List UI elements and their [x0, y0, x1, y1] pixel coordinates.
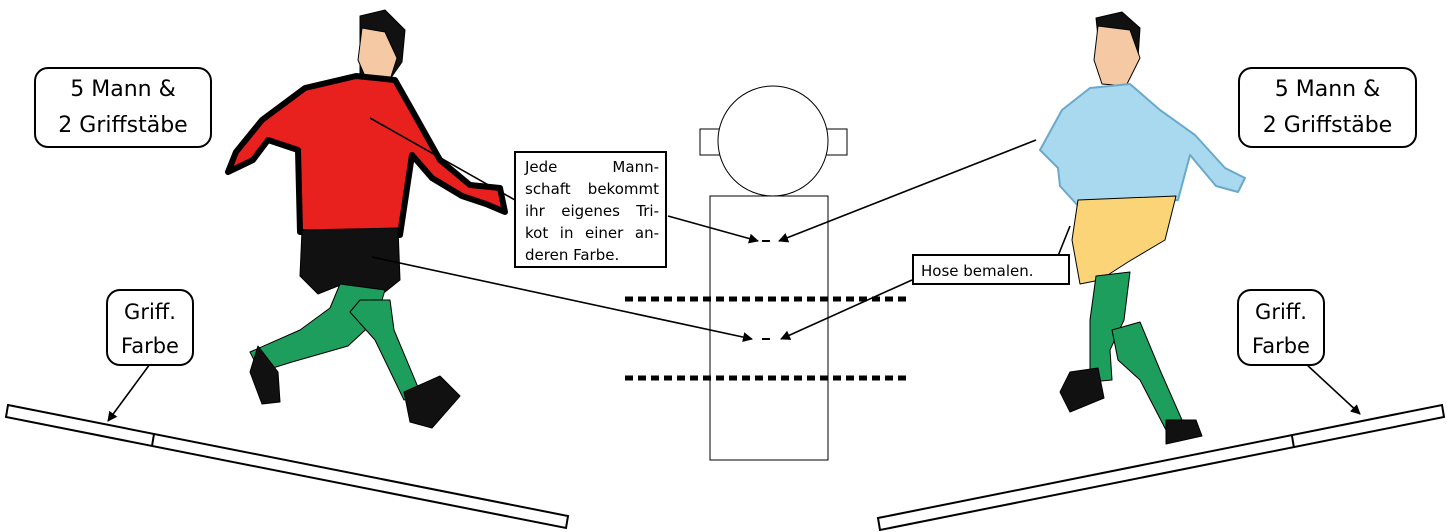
- left-handle-line-2: Farbe: [121, 334, 179, 358]
- right-team-label: 5 Mann & 2 Griffstäbe: [1238, 67, 1417, 148]
- right-handle-color-label: Griff. Farbe: [1237, 289, 1325, 366]
- jersey-note-line-5: deren Farbe.: [525, 246, 620, 264]
- foosball-figure-template: [699, 85, 848, 461]
- figure-marks: [762, 240, 770, 340]
- jersey-note: Jede Mann- schaft bekommt ihr eigenes Tr…: [514, 151, 667, 268]
- right-handle-line-2: Farbe: [1252, 334, 1310, 358]
- left-handle-color-label: Griff. Farbe: [106, 289, 194, 366]
- jersey-note-line-4: kot in einer an-: [525, 224, 659, 242]
- right-handle-rod: [876, 403, 1446, 532]
- left-team-line-2: 2 Griffstäbe: [58, 113, 188, 138]
- right-handle-line-1: Griff.: [1255, 300, 1307, 324]
- jersey-note-line-2: schaft bekommt: [525, 180, 659, 198]
- left-handle-line-1: Griff.: [124, 300, 176, 324]
- jersey-note-line-1: Jede Mann-: [525, 158, 659, 176]
- rod-position-lines: [625, 296, 910, 381]
- jersey-note-line-3: ihr eigenes Tri-: [525, 202, 659, 220]
- left-player-icon: [225, 9, 508, 429]
- right-player-icon: [1039, 11, 1246, 445]
- pants-note-text: Hose bemalen.: [921, 262, 1034, 280]
- left-team-line-1: 5 Mann &: [70, 77, 176, 102]
- right-team-line-2: 2 Griffstäbe: [1262, 113, 1393, 138]
- pointer-lines: [107, 117, 1361, 422]
- right-team-line-1: 5 Mann &: [1274, 77, 1381, 102]
- left-team-label: 5 Mann & 2 Griffstäbe: [34, 67, 212, 148]
- pants-note: Hose bemalen.: [912, 254, 1070, 285]
- left-handle-rod: [4, 403, 570, 530]
